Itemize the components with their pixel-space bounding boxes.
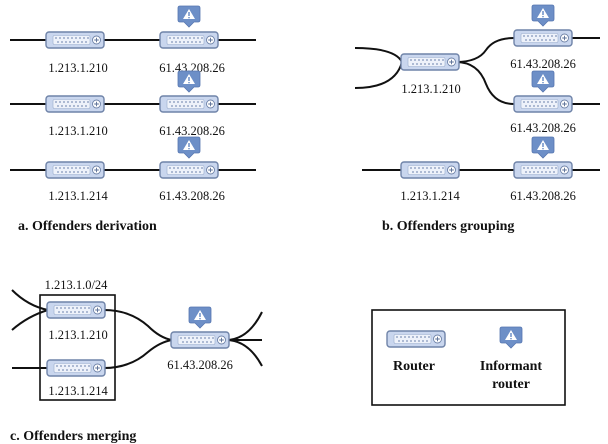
router-icon xyxy=(159,31,219,49)
link-line xyxy=(354,61,403,89)
link-line xyxy=(103,309,173,341)
router-ip-label: 1.213.1.214 xyxy=(48,384,108,398)
informant-alert-icon xyxy=(188,306,212,329)
router-icon xyxy=(400,161,460,179)
informant-ip-label: 61.43.208.26 xyxy=(510,57,576,71)
informant-alert-icon xyxy=(531,70,555,93)
router-ip-label: 1.213.1.210 xyxy=(401,82,460,96)
router-icon xyxy=(159,95,219,113)
panel-b: 1.213.1.210 61.43.208.26 61.43.208.26 1.… xyxy=(354,4,600,234)
router-icon xyxy=(170,331,230,349)
informant-alert-icon xyxy=(177,5,201,28)
legend-router-subtitle: router xyxy=(492,377,530,392)
router-icon xyxy=(46,359,106,377)
panel-c: 1.213.1.0/24 1.213.1.210 1.213.1.214 61.… xyxy=(10,278,263,444)
router-icon xyxy=(513,95,573,113)
informant-ip-label: 61.43.208.26 xyxy=(159,61,225,75)
legend-box xyxy=(371,309,566,406)
router-icon xyxy=(159,161,219,179)
link-line xyxy=(103,339,173,369)
router-icon xyxy=(45,95,105,113)
informant-ip-label: 61.43.208.26 xyxy=(159,124,225,138)
link-line xyxy=(455,61,600,105)
link-line xyxy=(225,311,263,341)
link-line xyxy=(354,47,403,63)
router-icon xyxy=(46,301,106,319)
router-ip-label: 1.213.1.210 xyxy=(48,328,107,342)
informant-alert-icon xyxy=(531,4,555,27)
panel-a: 1.213.1.210 61.43.208.26 1.213.1.210 61.… xyxy=(10,5,256,234)
link-line xyxy=(11,289,49,311)
router-icon xyxy=(386,330,446,348)
informant-alert-icon xyxy=(177,70,201,93)
informant-ip-label: 61.43.208.26 xyxy=(510,189,576,203)
panel-c-caption: c. Offenders merging xyxy=(10,429,136,444)
legend-router-label: Router xyxy=(393,359,435,374)
router-icon xyxy=(513,29,573,47)
informant-ip-label: 61.43.208.26 xyxy=(159,189,225,203)
legend: Router Informant router xyxy=(371,309,566,406)
router-ip-label: 1.213.1.214 xyxy=(400,189,460,203)
panel-a-caption: a. Offenders derivation xyxy=(18,219,157,234)
merge-group-box xyxy=(39,294,116,401)
router-icon xyxy=(400,53,460,71)
informant-alert-icon xyxy=(177,136,201,159)
router-ip-label: 1.213.1.214 xyxy=(48,189,108,203)
subnet-label: 1.213.1.0/24 xyxy=(45,278,109,292)
router-icon xyxy=(45,161,105,179)
informant-ip-label: 61.43.208.26 xyxy=(510,121,576,135)
link-line xyxy=(11,309,49,331)
informant-alert-icon xyxy=(531,136,555,159)
router-icon xyxy=(45,31,105,49)
router-ip-label: 1.213.1.210 xyxy=(48,124,107,138)
legend-informant-label: Informant xyxy=(480,359,543,374)
informant-ip-label: 61.43.208.26 xyxy=(167,358,233,372)
panel-b-caption: b. Offenders grouping xyxy=(382,219,514,234)
router-icon xyxy=(513,161,573,179)
router-ip-label: 1.213.1.210 xyxy=(48,61,107,75)
link-line xyxy=(455,37,600,63)
